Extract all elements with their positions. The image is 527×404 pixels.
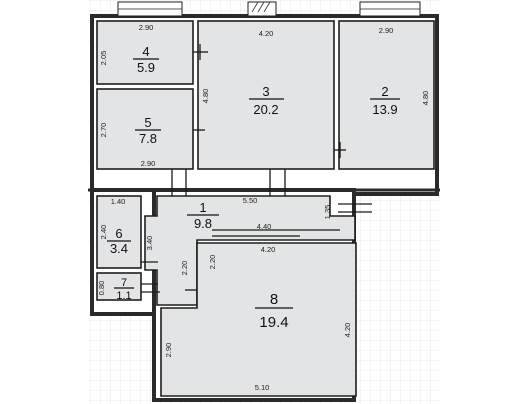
dim-room-1-end: 1.35 bbox=[323, 205, 332, 220]
room-7-number: 7 bbox=[121, 277, 127, 289]
dim-room-8-left: 2.90 bbox=[164, 343, 173, 358]
dim-room-8-bottom: 5.10 bbox=[255, 383, 270, 392]
dim-room-6-height: 2.40 bbox=[99, 225, 108, 240]
room-8-area: 19.4 bbox=[259, 314, 288, 331]
dim-room-6-width: 1.40 bbox=[111, 197, 126, 206]
dim-room-7-height: 0.80 bbox=[97, 281, 106, 296]
room-2-area: 13.9 bbox=[372, 102, 397, 117]
room-5-area: 7.8 bbox=[139, 131, 157, 146]
dim-room-1-side: 3.40 bbox=[145, 236, 154, 251]
doors bbox=[141, 44, 372, 293]
room-8-number: 8 bbox=[270, 291, 278, 308]
room-1-number: 1 bbox=[199, 200, 206, 215]
room-7-area: 1.1 bbox=[116, 290, 131, 302]
room-3-number: 3 bbox=[262, 84, 269, 99]
dim-room-1-length: 5.50 bbox=[243, 196, 258, 205]
room-8 bbox=[160, 242, 357, 397]
room-2 bbox=[338, 20, 435, 170]
room-2-number: 2 bbox=[381, 84, 388, 99]
room-6-area: 3.4 bbox=[110, 241, 128, 256]
dim-room-4-width: 2.90 bbox=[139, 23, 154, 32]
dim-room-4-height: 2.05 bbox=[99, 51, 108, 66]
dim-room-2-height: 4.80 bbox=[421, 91, 430, 106]
room-6-number: 6 bbox=[115, 226, 122, 241]
dim-room-5-height: 2.70 bbox=[99, 123, 108, 138]
dim-room-8-top: 4.20 bbox=[261, 245, 276, 254]
dim-room-1-corridor: 2.20 bbox=[180, 261, 189, 276]
room-1-area: 9.8 bbox=[194, 216, 212, 231]
dim-room-8-inner-side: 2.20 bbox=[208, 255, 217, 270]
dim-room-2-width: 2.90 bbox=[379, 26, 394, 35]
top-windows bbox=[117, 1, 421, 17]
dim-room-3-width: 4.20 bbox=[259, 29, 274, 38]
room-3 bbox=[197, 20, 335, 170]
room-6 bbox=[96, 195, 142, 269]
dim-room-1-inner: 4.40 bbox=[257, 222, 272, 231]
room-4 bbox=[96, 20, 194, 85]
room-5 bbox=[96, 88, 194, 170]
room-3-area: 20.2 bbox=[253, 102, 278, 117]
room-5-number: 5 bbox=[144, 115, 151, 130]
room-4-number: 4 bbox=[142, 44, 149, 59]
dim-room-5-width: 2.90 bbox=[141, 159, 156, 168]
dim-room-8-right: 4.20 bbox=[343, 323, 352, 338]
room-4-area: 5.9 bbox=[137, 60, 155, 75]
hatch-strips bbox=[251, 1, 271, 13]
room-7 bbox=[96, 272, 142, 301]
dim-room-3-height: 4.80 bbox=[201, 89, 210, 104]
